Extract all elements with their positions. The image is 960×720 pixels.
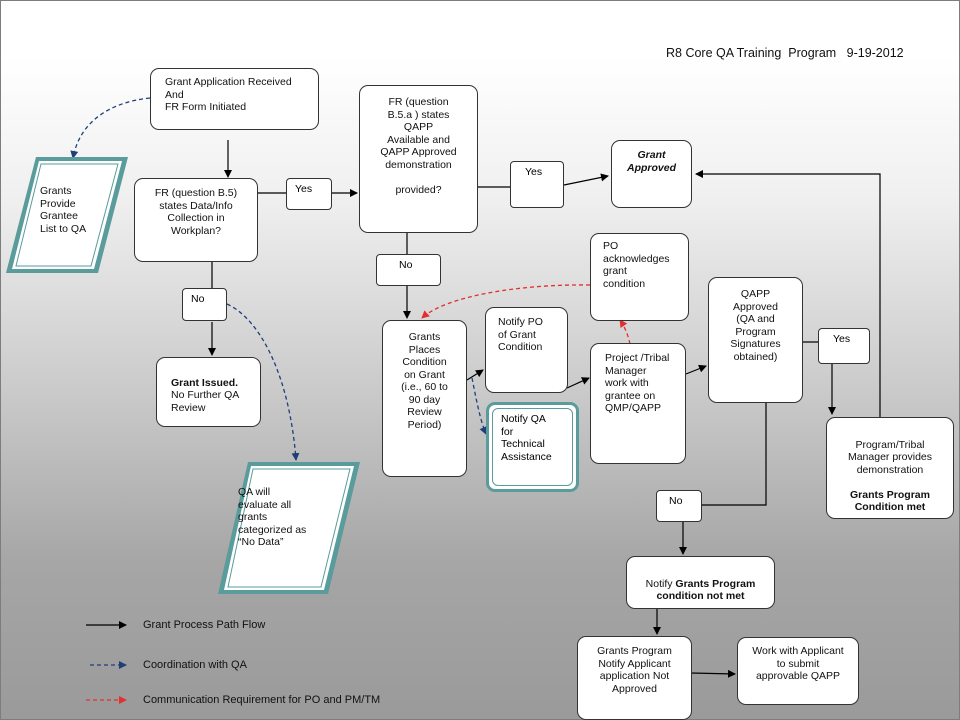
grant-issued-box: Grant Issued. No Further QA Review [156, 357, 261, 427]
arrow-yes-to-approved [563, 173, 609, 186]
project-manager-box: Project /Tribal Manager work with grante… [590, 343, 686, 464]
arrow-project-to-qapp [685, 364, 707, 375]
yes-tag-b5a: Yes [510, 161, 564, 208]
work-with-applicant-box: Work with Applicant to submit approvable… [737, 637, 859, 705]
fr-b5a-box: FR (question B.5.a ) states QAPP Availab… [359, 85, 478, 233]
legend-solid-label: Grant Process Path Flow [143, 619, 266, 631]
grant-application-box: Grant Application Received And FR Form I… [150, 68, 319, 130]
notify-qa-box: Notify QA for Technical Assistance [486, 402, 579, 492]
parallelogram-shape [6, 157, 128, 273]
arrow-notify-po-to-project [566, 377, 590, 389]
page-title: R8 Core QA Training Program 9-19-2012 [666, 46, 904, 60]
grants-not-approved-box: Grants Program Notify Applicant applicat… [577, 636, 692, 720]
dashed-po-to-places [421, 284, 591, 319]
yes-tag-b5: Yes [286, 178, 332, 210]
no-tag-b5: No [182, 288, 227, 321]
dashed-places-to-notify-qa [471, 377, 487, 435]
grantee-list-parallelogram: Grants Provide Grantee List to QA [4, 155, 130, 275]
no-tag-qapp: No [656, 490, 702, 522]
arrow-places-to-notify-po [466, 369, 484, 381]
notify-not-met-plain: Notify [645, 577, 676, 590]
line-qapp-to-no [702, 403, 767, 506]
notify-not-met-bold2: condition not met [656, 590, 745, 602]
notify-not-met-bold1: Grants Program [675, 577, 756, 590]
arrow-not-approved-to-work [690, 669, 736, 678]
legend-blue-label: Coordination with QA [143, 659, 247, 671]
arrow-program-to-approved [695, 170, 881, 420]
no-tag-b5a: No [376, 254, 441, 286]
notify-po-box: Notify PO of Grant Condition [485, 307, 568, 393]
program-tribal-box: Program/Tribal Manager provides demonstr… [826, 417, 954, 519]
grantee-list-text: Grants Provide Grantee List to QA [40, 185, 87, 235]
dashed-project-to-po [619, 319, 631, 345]
grant-issued-detail: No Further QA Review [171, 389, 240, 414]
yes-tag-qapp: Yes [818, 328, 870, 364]
dashed-app-to-grantee-list [70, 97, 151, 159]
notify-qa-text: Notify QA for Technical Assistance [492, 408, 573, 486]
qa-evaluate-text: QA will evaluate all grants categorized … [238, 486, 307, 548]
notify-not-met-box: Notify Grants Program condition not met [626, 556, 775, 609]
grant-approved-box: Grant Approved [611, 140, 692, 208]
grant-issued-heading: Grant Issued. [171, 376, 239, 389]
grants-places-box: Grants Places Condition on Grant (i.e., … [382, 320, 467, 477]
qapp-approved-box: QAPP Approved (QA and Program Signatures… [708, 277, 803, 403]
program-tribal-bold: Grants Program Condition met [850, 488, 930, 514]
legend-red-label: Communication Requirement for PO and PM/… [143, 694, 381, 706]
qa-evaluate-parallelogram: QA will evaluate all grants categorized … [216, 460, 362, 596]
program-tribal-plain: Program/Tribal Manager provides demonstr… [847, 438, 933, 476]
fr-b5-box: FR (question B.5) states Data/Info Colle… [134, 178, 258, 262]
parallelogram-shape [218, 462, 360, 594]
dashed-no-to-qa-evaluate [226, 303, 300, 461]
po-acknowledges-box: PO acknowledges grant condition [590, 233, 689, 321]
